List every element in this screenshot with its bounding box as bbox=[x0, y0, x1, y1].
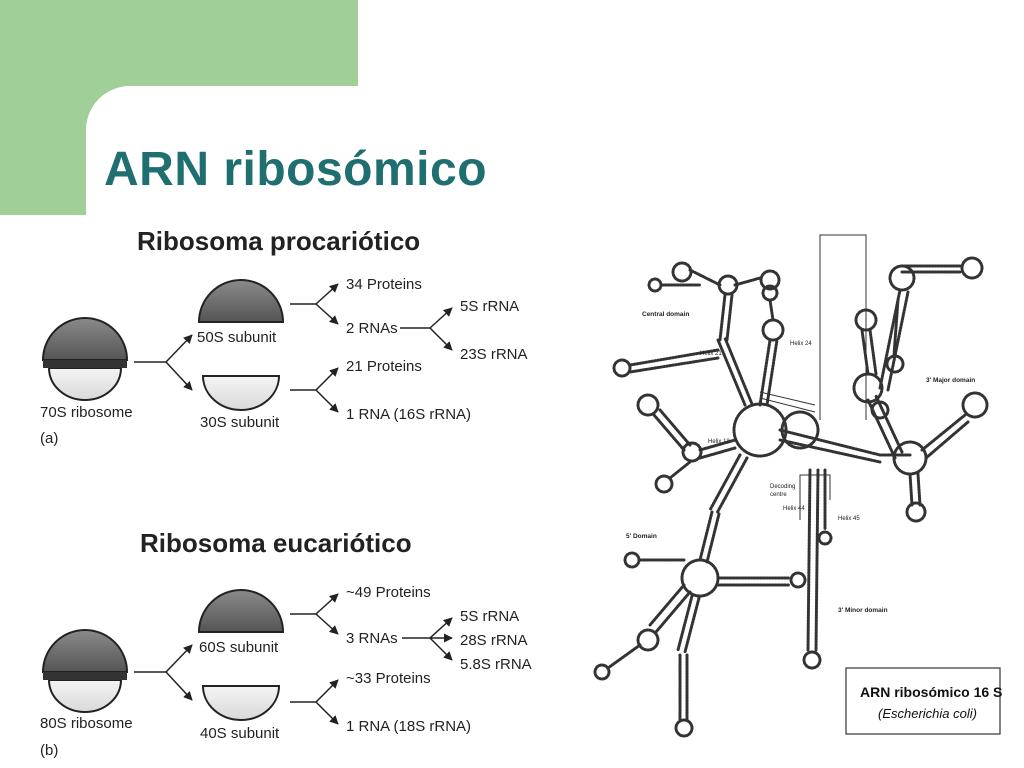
label-decoding: Decoding bbox=[770, 484, 795, 490]
rrna-16s-structure bbox=[593, 256, 989, 738]
small-rna-label: 1 RNA (16S rRNA) bbox=[346, 406, 471, 423]
label-helix-21: Helix 21 bbox=[700, 351, 722, 357]
eukaryote-diagram: Ribosoma eucariótico 80S ribosome (b) 60… bbox=[40, 528, 532, 759]
label-helix-44: Helix 44 bbox=[783, 506, 805, 512]
euk-large-proteins-label: ~49 Proteins bbox=[346, 584, 431, 601]
label-5-domain: 5' Domain bbox=[626, 533, 657, 540]
prokaryote-diagram: Ribosoma procariótico 70S ribosome (a) 5… bbox=[40, 226, 528, 447]
label-helix-24: Helix 24 bbox=[790, 341, 812, 347]
label-central-domain: Central domain bbox=[642, 311, 689, 318]
euk-small-rna-label: 1 RNA (18S rRNA) bbox=[346, 718, 471, 735]
label-centre: centre bbox=[770, 492, 787, 498]
label-helix-18: Helix 18 bbox=[708, 439, 730, 445]
label-3-minor-domain: 3' Minor domain bbox=[838, 607, 888, 614]
structure-frames bbox=[759, 234, 867, 520]
caption-title: ARN ribosómico 16 S bbox=[860, 684, 1002, 700]
structure-caption: ARN ribosómico 16 S (Escherichia coli) bbox=[845, 667, 1002, 735]
euk-rrna-5s-label: 5S rRNA bbox=[460, 608, 519, 625]
ribosome-70s-label: 70S ribosome bbox=[40, 404, 133, 421]
label-3-major-domain: 3' Major domain bbox=[926, 377, 975, 384]
subunit-60s-icon bbox=[197, 589, 285, 633]
euk-small-proteins-label: ~33 Proteins bbox=[346, 670, 431, 687]
label-helix-45: Helix 45 bbox=[838, 516, 860, 522]
content-panel bbox=[86, 86, 1024, 768]
large-proteins-label: 34 Proteins bbox=[346, 276, 422, 293]
euk-rrna-58s-label: 5.8S rRNA bbox=[460, 656, 532, 673]
slide-title: ARN ribosómico bbox=[104, 143, 488, 196]
subunit-40s-label: 40S subunit bbox=[200, 725, 280, 742]
euk-rrna-28s-label: 28S rRNA bbox=[460, 632, 528, 649]
panel-b-label: (b) bbox=[40, 742, 58, 759]
subunit-50s-label: 50S subunit bbox=[197, 329, 277, 346]
rrna-5s-label: 5S rRNA bbox=[460, 298, 519, 315]
subunit-50s-icon bbox=[197, 279, 285, 323]
eukaryote-title: Ribosoma eucariótico bbox=[140, 528, 412, 558]
ribosome-80s-label: 80S ribosome bbox=[40, 715, 133, 732]
small-proteins-label: 21 Proteins bbox=[346, 358, 422, 375]
ribosome-80s-icon bbox=[41, 629, 129, 713]
subunit-30s-label: 30S subunit bbox=[200, 414, 280, 431]
structure-labels: Central domain 3' Major domain 5' Domain… bbox=[626, 311, 975, 614]
prokaryote-title: Ribosoma procariótico bbox=[137, 226, 420, 256]
subunit-30s-icon bbox=[201, 375, 281, 411]
large-rnas-label: 2 RNAs bbox=[346, 320, 398, 337]
ribosome-70s-icon bbox=[41, 317, 129, 401]
subunit-40s-icon bbox=[201, 685, 281, 721]
subunit-60s-label: 60S subunit bbox=[199, 639, 279, 656]
panel-a-label: (a) bbox=[40, 430, 58, 447]
rrna-23s-label: 23S rRNA bbox=[460, 346, 528, 363]
caption-subtitle: (Escherichia coli) bbox=[878, 706, 977, 721]
euk-large-rnas-label: 3 RNAs bbox=[346, 630, 398, 647]
